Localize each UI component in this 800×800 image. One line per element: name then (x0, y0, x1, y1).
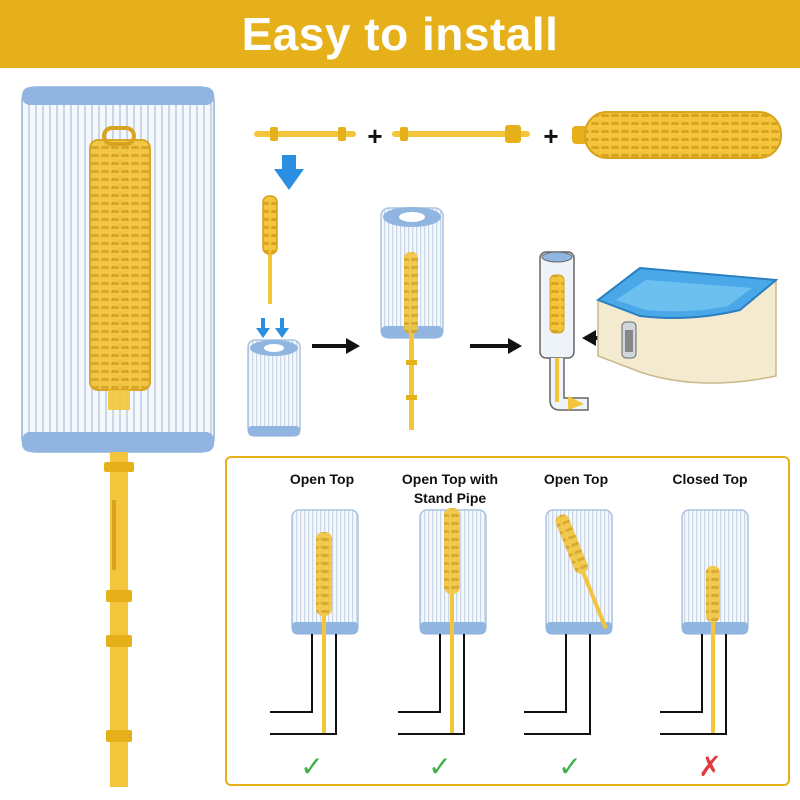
small-filter-step-2 (380, 207, 444, 430)
option-3-label: Open Top (543, 471, 609, 487)
assembled-dispenser (262, 195, 278, 304)
option-4-diagram (660, 509, 749, 735)
right-arrow-icon-2 (470, 338, 522, 354)
option-1-diagram (270, 509, 359, 735)
small-filter-step-1 (247, 339, 301, 437)
page-title: Easy to install (241, 8, 559, 60)
check-icon: ✓ (558, 750, 582, 783)
option-2-diagram (398, 508, 487, 735)
compatibility-panel (225, 456, 790, 786)
option-3-diagram (524, 509, 613, 735)
header-banner: Easy to install (0, 0, 800, 68)
cross-icon: ✗ (698, 750, 722, 783)
filter-on-pipe-diagram (539, 251, 589, 411)
insert-arrows-icon (256, 318, 289, 338)
part-short-rod (254, 127, 356, 141)
check-icon: ✓ (428, 750, 452, 783)
option-2-label: Open Top with Stand Pipe (401, 471, 499, 506)
option-1-label: Open Top (289, 471, 355, 487)
right-arrow-icon (312, 338, 360, 354)
part-long-rod (392, 125, 530, 143)
large-filter-with-dispenser (21, 86, 215, 787)
down-arrow-icon (274, 155, 304, 190)
option-4-label: Closed Top (672, 471, 748, 487)
part-dispenser-cartridge (572, 111, 782, 159)
plus-sign-2: + (543, 121, 558, 151)
pool-icon (595, 266, 779, 384)
plus-sign-1: + (367, 121, 382, 151)
check-icon: ✓ (300, 750, 324, 783)
